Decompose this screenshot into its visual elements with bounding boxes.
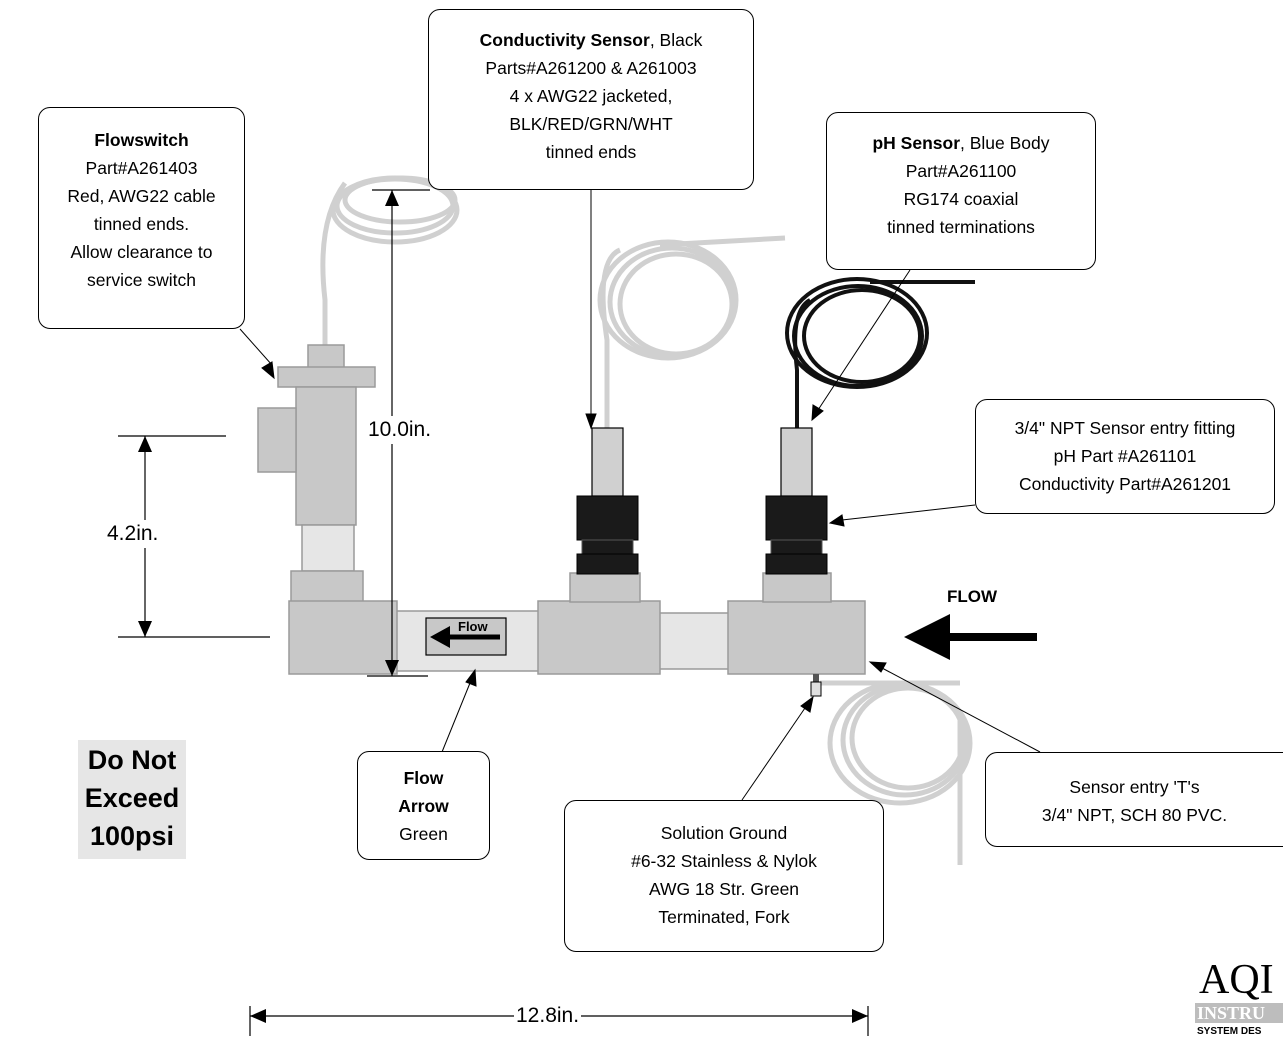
ground-title: Solution Ground bbox=[660, 823, 788, 843]
pipe-assembly bbox=[288, 572, 866, 675]
ph-part: Part#A261100 bbox=[905, 161, 1017, 181]
ground-screw bbox=[810, 674, 822, 697]
pipe-flow-label bbox=[425, 617, 507, 656]
tees-callout: Sensor entry 'T's 3/4" NPT, SCH 80 PVC. bbox=[985, 752, 1283, 847]
fitting-conductivity-part: Conductivity Part#A261201 bbox=[1018, 474, 1232, 494]
tees-title: Sensor entry 'T's bbox=[1069, 777, 1200, 797]
conductivity-cable bbox=[597, 235, 786, 428]
ground-wire bbox=[820, 680, 973, 865]
flowswitch-cable bbox=[320, 175, 460, 345]
fitting-title: 3/4" NPT Sensor entry fitting bbox=[1014, 418, 1236, 438]
flowswitch-callout: Flowswitch Part#A261403 Red, AWG22 cable… bbox=[38, 107, 245, 329]
ground-hardware: #6-32 Stainless & Nylok bbox=[631, 851, 817, 871]
ground-callout: Solution Ground #6-32 Stainless & Nylok … bbox=[564, 800, 884, 952]
conductivity-wire-colors: BLK/RED/GRN/WHT bbox=[509, 114, 673, 134]
ph-fitting bbox=[765, 427, 828, 575]
conductivity-cable-spec: 4 x AWG22 jacketed, bbox=[509, 86, 673, 106]
ground-wire-spec: AWG 18 Str. Green bbox=[648, 879, 800, 899]
tees-spec: 3/4" NPT, SCH 80 PVC. bbox=[1041, 805, 1228, 825]
ph-cable bbox=[785, 277, 975, 428]
width-label: 12.8in. bbox=[514, 1004, 582, 1028]
ph-cable-spec: RG174 coaxial bbox=[903, 189, 1019, 209]
flowswitch-note-2: service switch bbox=[87, 270, 196, 290]
logo-text-instruments: INSTRU bbox=[1195, 1003, 1283, 1023]
conductivity-callout: Conductivity Sensor, Black Parts#A261200… bbox=[428, 9, 754, 190]
flowswitch-cable-spec: Red, AWG22 cable bbox=[67, 186, 216, 206]
flow-label: FLOW bbox=[947, 587, 998, 606]
pressure-warning: Do Not Exceed 100psi bbox=[78, 740, 186, 859]
flowswitch-note-1: Allow clearance to bbox=[70, 242, 213, 262]
ph-title: pH Sensor bbox=[872, 133, 961, 153]
ph-body: , Blue Body bbox=[960, 133, 1050, 153]
flow-arrow-title-2: Arrow bbox=[398, 796, 449, 816]
flowswitch-ends: tinned ends. bbox=[93, 214, 190, 234]
ground-termination: Terminated, Fork bbox=[658, 907, 790, 927]
ph-callout: pH Sensor, Blue Body Part#A261100 RG174 … bbox=[826, 112, 1096, 270]
flow-direction-arrow bbox=[904, 614, 1037, 660]
flowswitch-part: Part#A261403 bbox=[85, 158, 198, 178]
fitting-ph-part: pH Part #A261101 bbox=[1053, 446, 1197, 466]
logo-text-main: AQI bbox=[1199, 958, 1274, 1003]
logo-text-tagline: SYSTEM DES bbox=[1197, 1026, 1262, 1037]
conductivity-ends: tinned ends bbox=[545, 142, 637, 162]
flow-arrow-callout: Flow Arrow Green bbox=[357, 751, 490, 860]
height-total-label: 10.0in. bbox=[365, 416, 435, 444]
flowswitch bbox=[257, 344, 376, 604]
warning-line-3: 100psi bbox=[89, 821, 175, 851]
warning-line-2: Exceed bbox=[84, 783, 180, 813]
conductivity-parts: Parts#A261200 & A261003 bbox=[485, 58, 697, 78]
flow-arrow-color: Green bbox=[399, 824, 448, 844]
company-logo: AQI INSTRU SYSTEM DES bbox=[1195, 958, 1283, 1044]
pipe-flow-text: Flow bbox=[458, 619, 488, 634]
conductivity-title: Conductivity Sensor bbox=[479, 30, 650, 50]
fitting-callout: 3/4" NPT Sensor entry fitting pH Part #A… bbox=[975, 399, 1275, 514]
conductivity-fitting bbox=[576, 427, 639, 575]
conductivity-color: , Black bbox=[649, 30, 703, 50]
warning-line-1: Do Not bbox=[87, 745, 177, 775]
flow-arrow-title: Flow bbox=[403, 768, 444, 788]
ph-terminations: tinned terminations bbox=[887, 217, 1035, 237]
height-pipe-label: 4.2in. bbox=[106, 520, 160, 548]
flowswitch-title: Flowswitch bbox=[94, 130, 189, 150]
leader-lines bbox=[239, 190, 1041, 801]
